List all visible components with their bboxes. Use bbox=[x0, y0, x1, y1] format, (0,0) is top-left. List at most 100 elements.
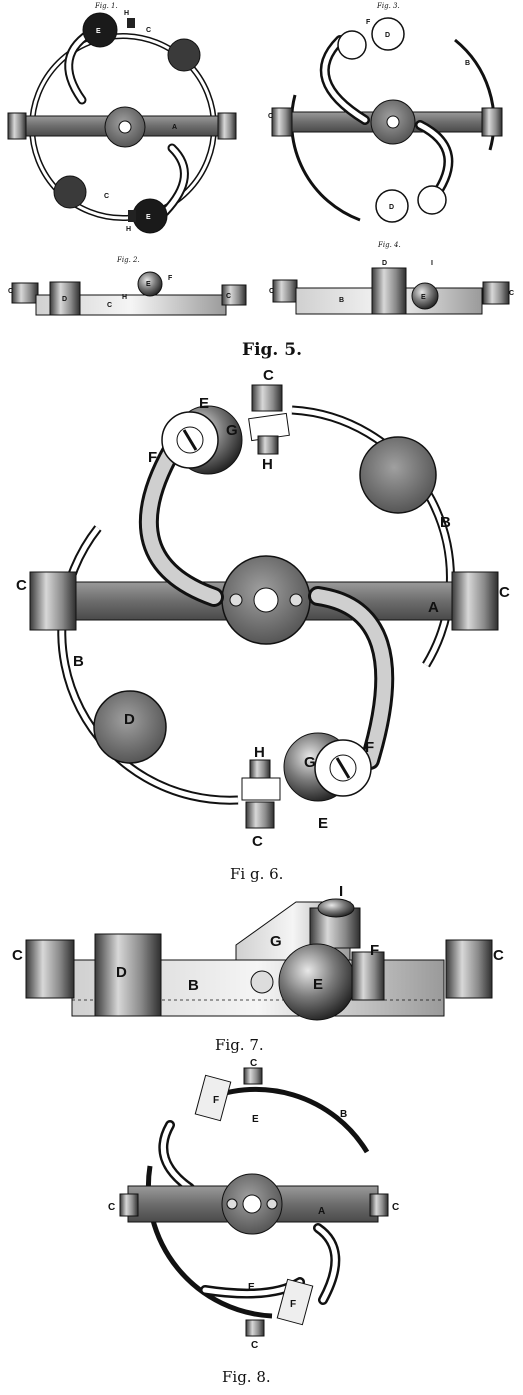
fig5-label-h-bottom: H bbox=[254, 744, 265, 761]
fig6-block-d bbox=[94, 933, 162, 1017]
fig1-weight-e-top bbox=[82, 12, 118, 48]
fig5-end-cap-right bbox=[451, 571, 499, 631]
figure-3: Fig. 3. F D B C D bbox=[268, 2, 503, 223]
fig3-label-c-left: C bbox=[268, 113, 273, 120]
fig1-label-h-top: H bbox=[124, 10, 129, 17]
fig7-label-f-bottom: F bbox=[290, 1299, 296, 1310]
fig7-caption: Fig. 7. bbox=[215, 1036, 264, 1054]
fig5-clamp-h-top bbox=[257, 435, 279, 455]
fig7-clip-f-top bbox=[194, 1074, 232, 1122]
fig6-label-c-right: C bbox=[493, 947, 504, 964]
fig7-label-e-top: E bbox=[252, 1114, 259, 1125]
fig4-end-cap-left bbox=[272, 279, 298, 303]
fig5-disk-upper-right bbox=[359, 436, 437, 514]
fig2-label-d: D bbox=[62, 296, 67, 303]
fig5-label-g-bottom: G bbox=[304, 754, 316, 771]
fig6-pivot-bolt bbox=[250, 970, 274, 994]
fig1-caption: Fig. 1. bbox=[94, 2, 118, 10]
fig1-end-cap-right bbox=[217, 112, 237, 140]
fig3-caption: Fig. 3. bbox=[376, 2, 400, 10]
fig1-label-e-top: E bbox=[96, 28, 101, 35]
fig3-label-d-top: D bbox=[385, 32, 390, 39]
fig7-end-cap-left bbox=[119, 1193, 139, 1217]
fig5-label-c-top: C bbox=[263, 367, 274, 384]
fig6-label-g: G bbox=[270, 933, 282, 950]
fig6-label-f: F bbox=[370, 942, 379, 959]
fig7-end-cap-top bbox=[243, 1067, 263, 1085]
fig4-label-i: I bbox=[431, 260, 433, 267]
fig6-label-i: I bbox=[339, 883, 343, 900]
fig6-label-b: B bbox=[188, 977, 199, 994]
fig2-label-c-right: C bbox=[226, 293, 231, 300]
fig5-end-cap-top bbox=[251, 384, 283, 412]
fig7-end-cap-right bbox=[369, 1193, 389, 1217]
fig6-label-e: E bbox=[313, 976, 323, 993]
fig1-label-e-bottom: E bbox=[146, 214, 151, 221]
fig1-clamp-h-bottom bbox=[128, 210, 136, 222]
figure-7: C F E B C A C E F C bbox=[108, 1058, 399, 1351]
fig5-clip-bottom bbox=[241, 777, 281, 801]
fig7-label-b: B bbox=[340, 1109, 347, 1120]
fig5-clamp-h-bottom bbox=[249, 759, 271, 779]
fig3-label-f: F bbox=[366, 19, 371, 26]
fig4-label-e: E bbox=[421, 294, 426, 301]
fig2-label-e: E bbox=[146, 281, 151, 288]
fig8-caption: Fig. 8. bbox=[222, 1368, 271, 1386]
fig1-hub-hole bbox=[118, 120, 132, 134]
figure-6: C D B G I E F C bbox=[12, 883, 504, 1021]
fig3-disk-d-top bbox=[371, 17, 405, 51]
fig4-block-d bbox=[371, 267, 407, 315]
fig7-label-a: A bbox=[318, 1206, 325, 1217]
fig5-hub-hole bbox=[253, 587, 279, 613]
fig4-caption: Fig. 4. bbox=[377, 241, 401, 249]
fig7-label-f-top: F bbox=[213, 1095, 219, 1106]
fig1-disk-bottom-left bbox=[53, 175, 87, 209]
fig7-label-c-bottom: C bbox=[251, 1340, 258, 1351]
fig3-label-d-bottom: D bbox=[389, 204, 394, 211]
fig3-disk-d-bottom bbox=[375, 189, 409, 223]
fig1-clamp-h-top bbox=[127, 18, 135, 28]
fig5-disk-d bbox=[93, 690, 167, 764]
fig4-label-d: D bbox=[382, 260, 387, 267]
fig1-disk-top-right bbox=[167, 38, 201, 72]
fig4-end-cap-right bbox=[482, 281, 510, 305]
fig4-label-c-right: C bbox=[509, 290, 514, 297]
fig2-label-h: H bbox=[122, 294, 127, 301]
fig2-end-cap-right bbox=[221, 284, 247, 306]
fig3-end-cap-left bbox=[271, 107, 293, 137]
fig5-label-c-right: C bbox=[499, 584, 510, 601]
fig7-clip-f-bottom bbox=[276, 1278, 314, 1326]
fig5-label-h-top: H bbox=[262, 456, 273, 473]
fig5-hub-bolt-left bbox=[229, 593, 243, 607]
fig4-ball-e bbox=[411, 282, 439, 310]
fig2-label-f: F bbox=[168, 275, 173, 282]
fig6-clip-f bbox=[351, 951, 385, 1001]
fig6-end-cap-right bbox=[445, 939, 493, 999]
fig5-label-d: D bbox=[124, 711, 135, 728]
fig5-arc-b-left bbox=[57, 525, 239, 805]
fig3-label-b: B bbox=[465, 60, 470, 67]
fig4-label-b: B bbox=[339, 297, 344, 304]
fig5-label-g-top: G bbox=[226, 422, 238, 439]
fig6-label-c-left: C bbox=[12, 947, 23, 964]
fig7-label-c-top: C bbox=[250, 1058, 257, 1069]
fig7-label-e-bottom: E bbox=[248, 1282, 255, 1293]
figure-1: Fig. 1. E H C A E C H bbox=[7, 2, 237, 234]
fig2-caption: Fig. 2. bbox=[116, 256, 140, 264]
fig5-label-f-bottom: F bbox=[365, 739, 374, 756]
fig6-screw-cap-i bbox=[317, 898, 355, 918]
fig7-label-c-right: C bbox=[392, 1202, 399, 1213]
fig5-label-e-top: E bbox=[199, 395, 209, 412]
fig2-end-cap-left bbox=[11, 282, 39, 304]
fig4-label-c-left: C bbox=[269, 288, 274, 295]
fig6-caption: Fi g. 6. bbox=[230, 865, 283, 883]
fig5-end-cap-bottom bbox=[245, 801, 275, 829]
fig1-label-a: A bbox=[172, 124, 177, 131]
fig6-end-cap-left bbox=[25, 939, 75, 999]
fig1-label-c-bottom: C bbox=[104, 193, 109, 200]
fig6-label-d: D bbox=[116, 964, 127, 981]
fig3-weight-top bbox=[337, 30, 367, 60]
fig2-label-c-mid: C bbox=[107, 302, 112, 309]
fig7-end-cap-bottom bbox=[245, 1319, 265, 1337]
